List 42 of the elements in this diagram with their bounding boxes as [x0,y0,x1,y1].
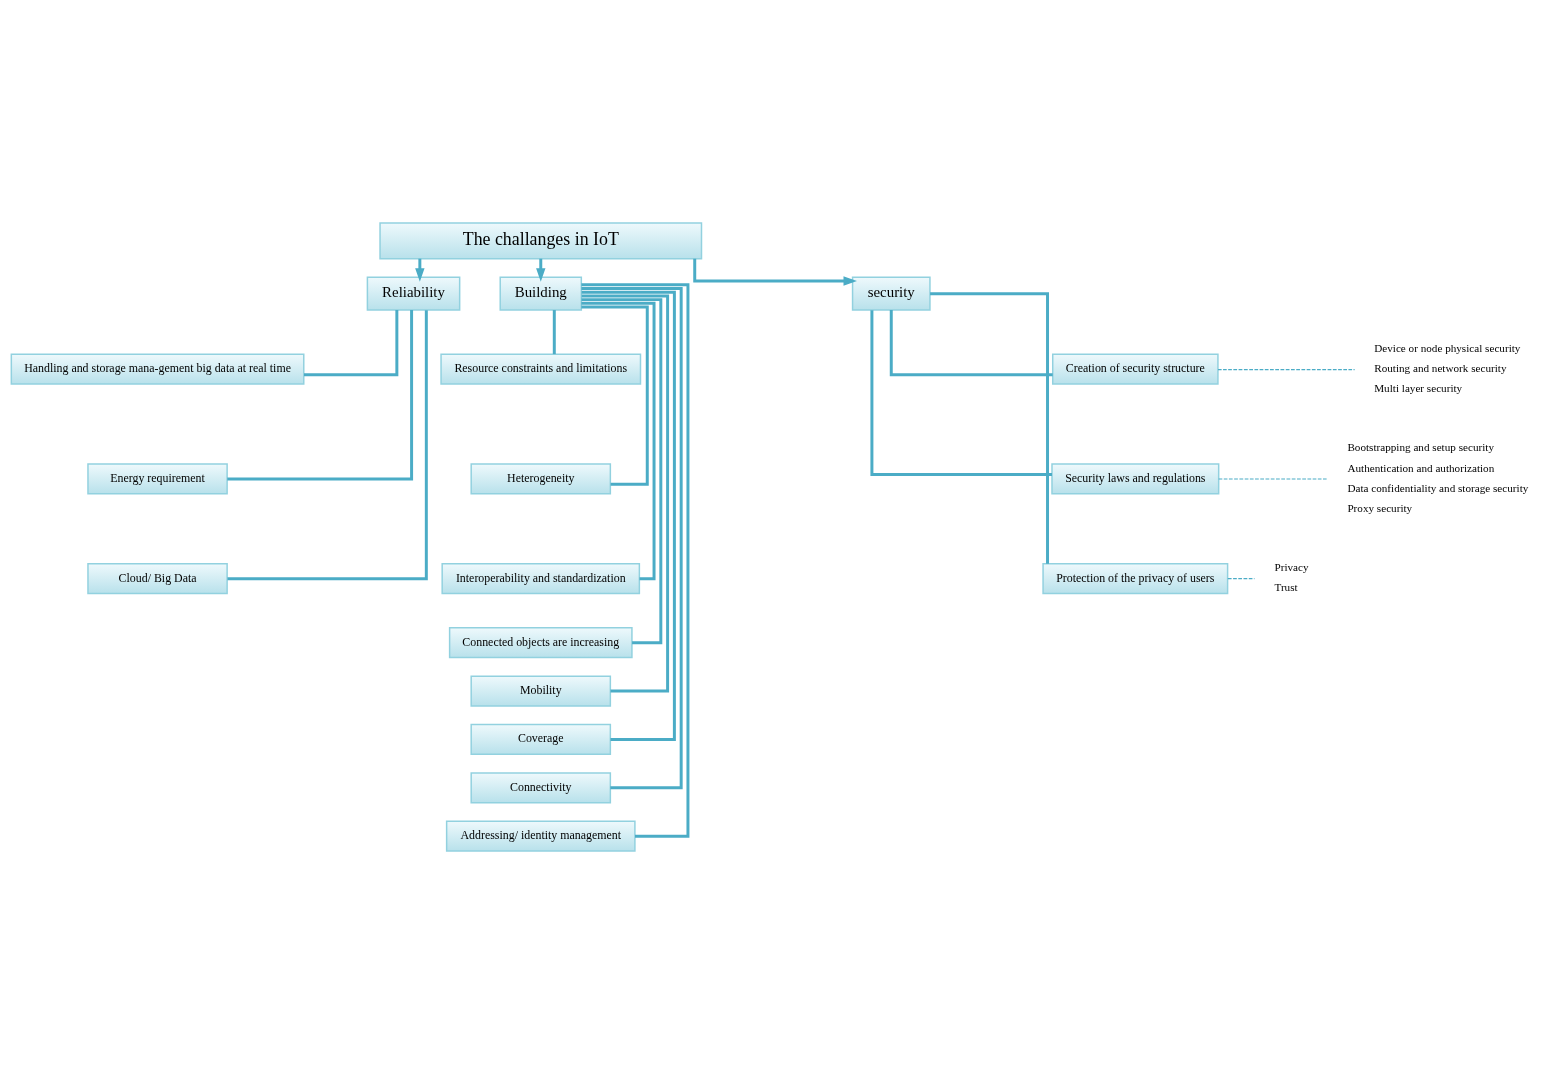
node-box: security [851,276,931,311]
node-box: Energy requirement [87,462,228,495]
node-box: Protection of the privacy of users [1042,562,1229,594]
arrow [693,258,857,286]
connector [870,309,1052,476]
connector [581,293,670,693]
connector [581,282,690,838]
connector [889,309,1053,376]
connector [581,301,656,580]
node-box: The challanges in IoT [379,221,703,259]
node-label: Data confidentiality and storage security [1347,481,1529,494]
node-label: Authentication and authorization [1347,461,1495,474]
node-label: Routing and network security [1374,361,1507,374]
node-label: Device or node physical security [1374,341,1521,354]
connector [581,286,683,789]
node-box: Cloud/ Big Data [87,562,228,594]
node-box: Addressing/ identity management [445,820,636,852]
node-label: Proxy security [1347,501,1413,514]
node-box: Connected objects are increasing [448,626,633,658]
node-box: Handling and storage mana-gement big data at real time [10,353,305,385]
node-box: Creation of security structure [1052,353,1219,385]
connector [227,309,414,480]
connector [930,291,1049,564]
connector [581,290,676,741]
node-box: Security laws and regulations [1051,462,1220,495]
node-box: Coverage [470,723,612,755]
node-box: Heterogeneity [470,462,612,495]
node-box: Reliability [366,276,461,311]
connector [552,309,556,354]
connector [227,309,428,580]
connector [304,309,399,376]
node-box: Connectivity [470,771,612,803]
node-box: Mobility [470,674,612,707]
node-box: Resource constraints and limitations [440,353,642,385]
node-label: Multi layer security [1374,381,1463,394]
node-label: Bootstrapping and setup security [1347,440,1494,453]
connector [581,297,663,644]
node-box: Building [499,276,583,311]
connector [581,305,649,486]
node-box: Interoperability and standardization [441,562,641,594]
node-label: Trust [1274,580,1298,593]
node-label: Privacy [1274,560,1309,573]
